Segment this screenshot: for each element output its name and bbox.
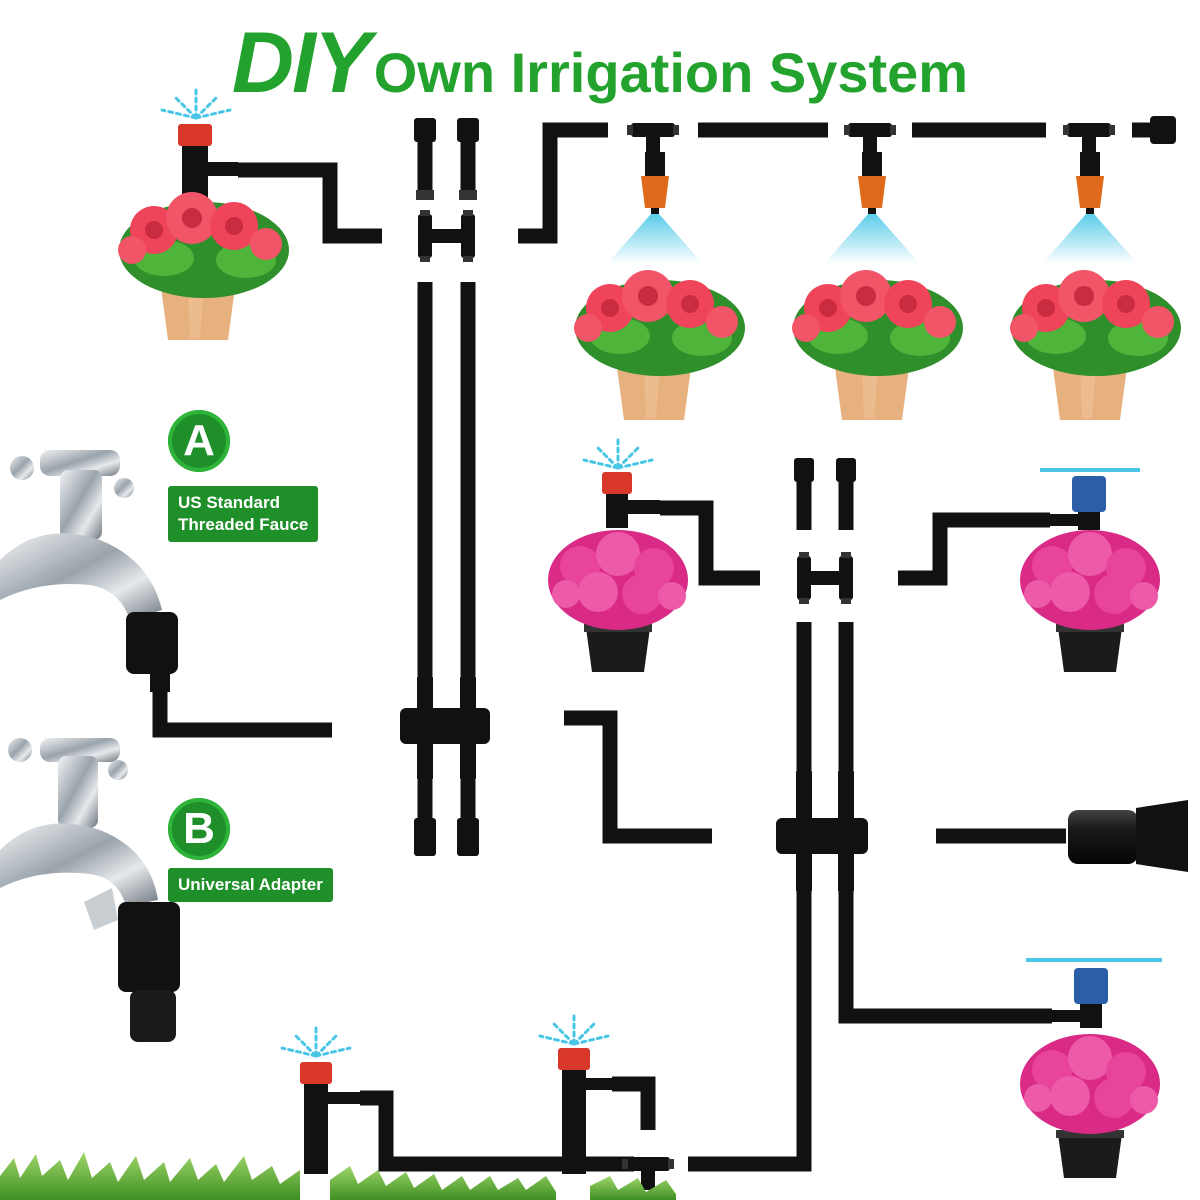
title-prefix: DIY — [231, 15, 371, 111]
sprinkler-icon — [582, 436, 660, 528]
mist-nozzle-icon — [824, 152, 920, 264]
title-rest: Own Irrigation System — [373, 41, 969, 104]
option-a-label-line-1: US Standard — [178, 493, 281, 512]
faucet-icon — [0, 738, 180, 1042]
mist-nozzle-icon — [607, 152, 703, 264]
flower-pot-icon — [574, 270, 745, 420]
fittings — [400, 116, 1188, 1190]
option-a-badge: A — [168, 410, 230, 472]
flower-pot-icon — [1020, 530, 1160, 672]
option-b-label: Universal Adapter — [168, 868, 333, 902]
faucet-icon — [0, 450, 178, 692]
mist-nozzle-icon — [1042, 152, 1138, 264]
flower-pots — [118, 192, 1181, 1178]
flower-pot-icon — [1010, 270, 1181, 420]
option-a-label-line-2: Threaded Fauce — [178, 515, 309, 534]
page-title: DIY Own Irrigation System — [0, 14, 1200, 113]
flower-pot-icon — [118, 192, 289, 340]
option-a-label: US Standard Threaded Fauce — [168, 486, 319, 542]
end-cap-icon — [1068, 800, 1188, 872]
option-b-badge: B — [168, 798, 230, 860]
flower-pot-icon — [792, 270, 963, 420]
flower-pot-icon — [548, 530, 688, 672]
grass-icon — [0, 1152, 676, 1200]
sprinkler-icon — [538, 1012, 612, 1174]
flower-pot-icon — [1020, 1034, 1160, 1178]
sprinkler-icon — [280, 1024, 360, 1174]
faucet-a — [0, 450, 178, 692]
option-b-label-line-1: Universal Adapter — [178, 875, 323, 894]
sprinkler-icon — [1026, 958, 1162, 1028]
mist-nozzles — [607, 152, 1138, 264]
tubing — [152, 122, 1156, 1172]
faucet-b — [0, 738, 180, 1042]
sprinkler-icon — [1040, 468, 1140, 530]
sprinklers — [160, 86, 1162, 1174]
